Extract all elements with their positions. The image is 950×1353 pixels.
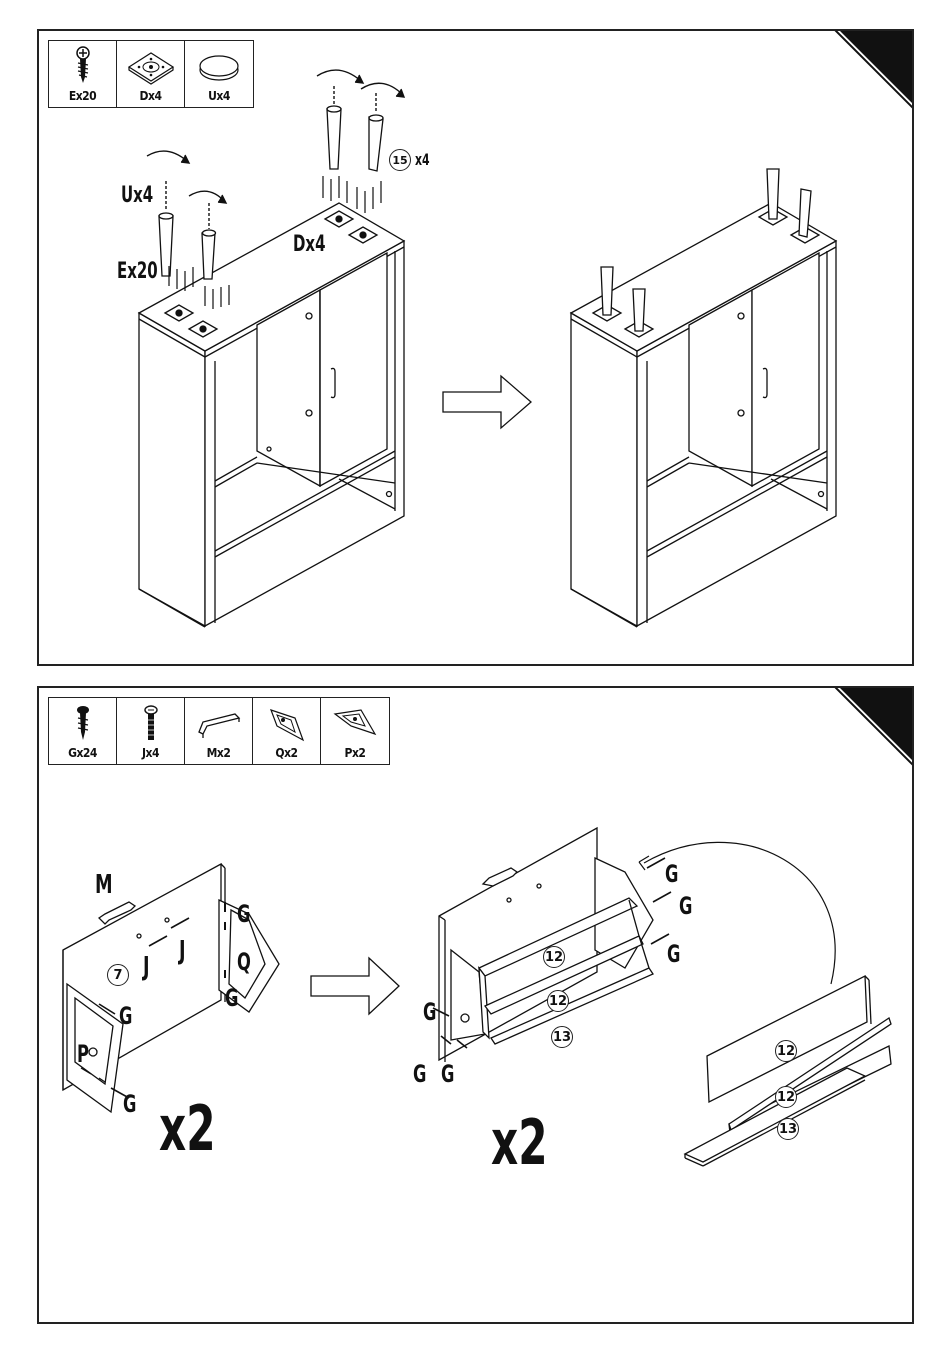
- callout-g1: G: [237, 902, 250, 926]
- callout-e-qty: Ex20: [117, 261, 158, 283]
- part-number-7: 7: [107, 964, 129, 986]
- part-number-13: 13: [551, 1026, 573, 1048]
- callout-g5: G: [665, 862, 678, 886]
- part-number-15: 15: [389, 149, 411, 171]
- arrow-right-icon: [311, 958, 399, 1014]
- callout-g8: G: [423, 1000, 436, 1024]
- part-number-12: 12: [775, 1086, 797, 1108]
- callout-m: M: [95, 872, 113, 898]
- arrow-right-icon: [443, 376, 531, 428]
- callout-g3: G: [119, 1004, 132, 1028]
- callout-g7: G: [667, 942, 680, 966]
- cabinet-after: [571, 169, 836, 627]
- callout-u-qty: Ux4: [121, 185, 153, 207]
- callout-j2: J: [179, 938, 186, 964]
- cabinet-before: [139, 203, 404, 627]
- callout-p: P: [77, 1042, 89, 1066]
- multiplier-right: x2: [491, 1112, 548, 1174]
- step-panel-legs: Ex20 Dx4 Ux4: [37, 29, 914, 666]
- step-panel-hinges: Gx24 Jx4 Mx2 Qx2: [37, 686, 914, 1324]
- part-number-13: 13: [777, 1118, 799, 1140]
- callout-g10: G: [441, 1062, 454, 1086]
- hinge-assembly-diagram: [39, 688, 914, 1324]
- door-with-shelves: [433, 828, 671, 1062]
- legs-assembly-diagram: [39, 31, 914, 666]
- multiplier-left: x2: [159, 1098, 216, 1160]
- callout-d-qty: Dx4: [293, 234, 325, 256]
- callout-leg-qty: x4: [415, 152, 430, 168]
- callout-g9: G: [413, 1062, 426, 1086]
- callout-g4: G: [123, 1092, 136, 1116]
- part-number-12: 12: [543, 946, 565, 968]
- callout-q: Q: [237, 950, 251, 974]
- callout-g6: G: [679, 894, 692, 918]
- callout-g2: G: [225, 986, 238, 1010]
- callout-j1: J: [143, 954, 150, 980]
- part-number-12: 12: [547, 990, 569, 1012]
- part-number-12: 12: [775, 1040, 797, 1062]
